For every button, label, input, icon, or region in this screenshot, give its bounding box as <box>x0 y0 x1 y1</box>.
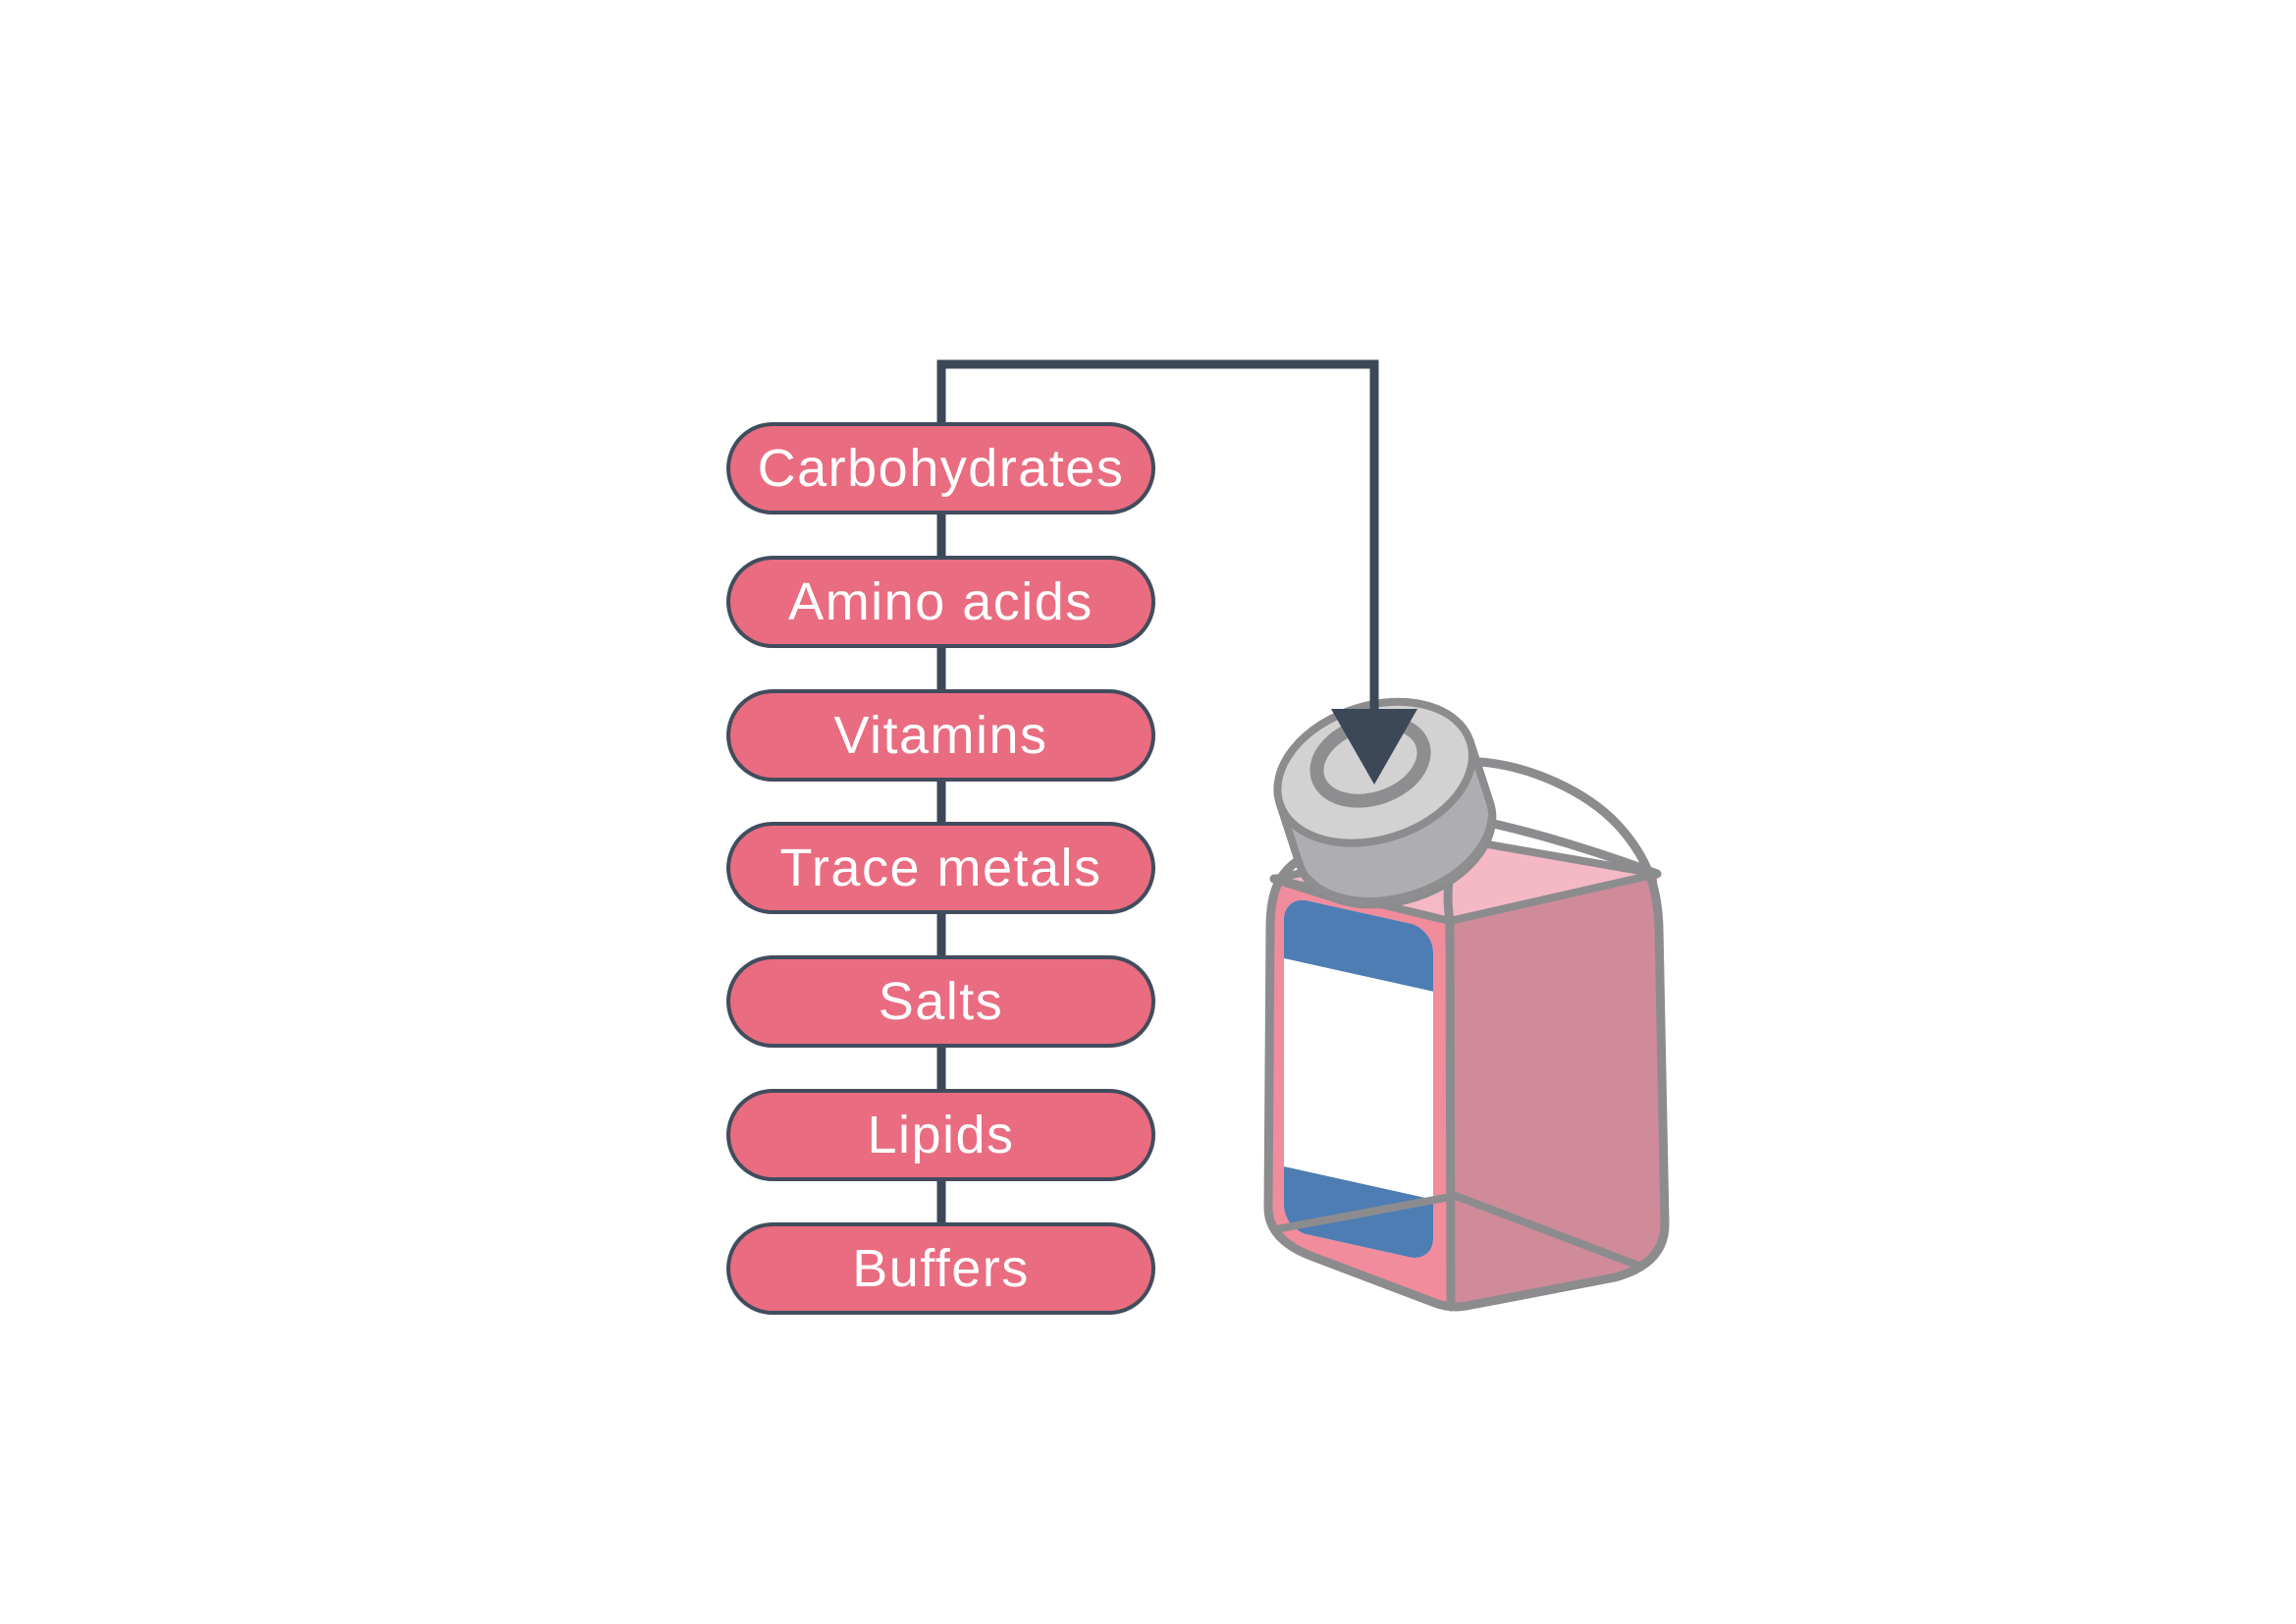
component-pill-label: Amino acids <box>788 572 1094 631</box>
bottle-label-background <box>1284 895 1433 1263</box>
component-pill-lipids: Lipids <box>726 1089 1155 1181</box>
component-pill-buffers: Buffers <box>726 1222 1155 1315</box>
component-pill-label: Vitamins <box>833 706 1048 765</box>
connector-line <box>936 359 1379 1245</box>
bottle-center-seam <box>1445 918 1456 1312</box>
component-pill-salts: Salts <box>726 955 1155 1048</box>
component-pill-label: Buffers <box>852 1239 1030 1298</box>
bottle-right-shoulder-edge <box>1475 816 1662 879</box>
component-pill-amino-acids: Amino acids <box>726 556 1155 648</box>
component-pill-carbohydrates: Carbohydrates <box>726 422 1155 514</box>
arrow-down-icon <box>1331 709 1417 785</box>
bottle-liquid-side <box>1450 874 1666 1309</box>
bottle-label-top-band <box>1284 895 1433 992</box>
component-pill-label: Lipids <box>867 1106 1015 1164</box>
cap-rim-line <box>1304 816 1496 905</box>
bottle-glass-outline <box>1263 757 1670 1312</box>
component-pill-label: Trace metals <box>779 839 1102 897</box>
component-pill-label: Carbohydrates <box>757 439 1125 498</box>
bottle-back-bottom-edges <box>1272 1192 1645 1271</box>
component-pill-vitamins: Vitamins <box>726 689 1155 782</box>
component-pill-trace-metals: Trace metals <box>726 822 1155 914</box>
component-pill-label: Salts <box>878 972 1004 1031</box>
